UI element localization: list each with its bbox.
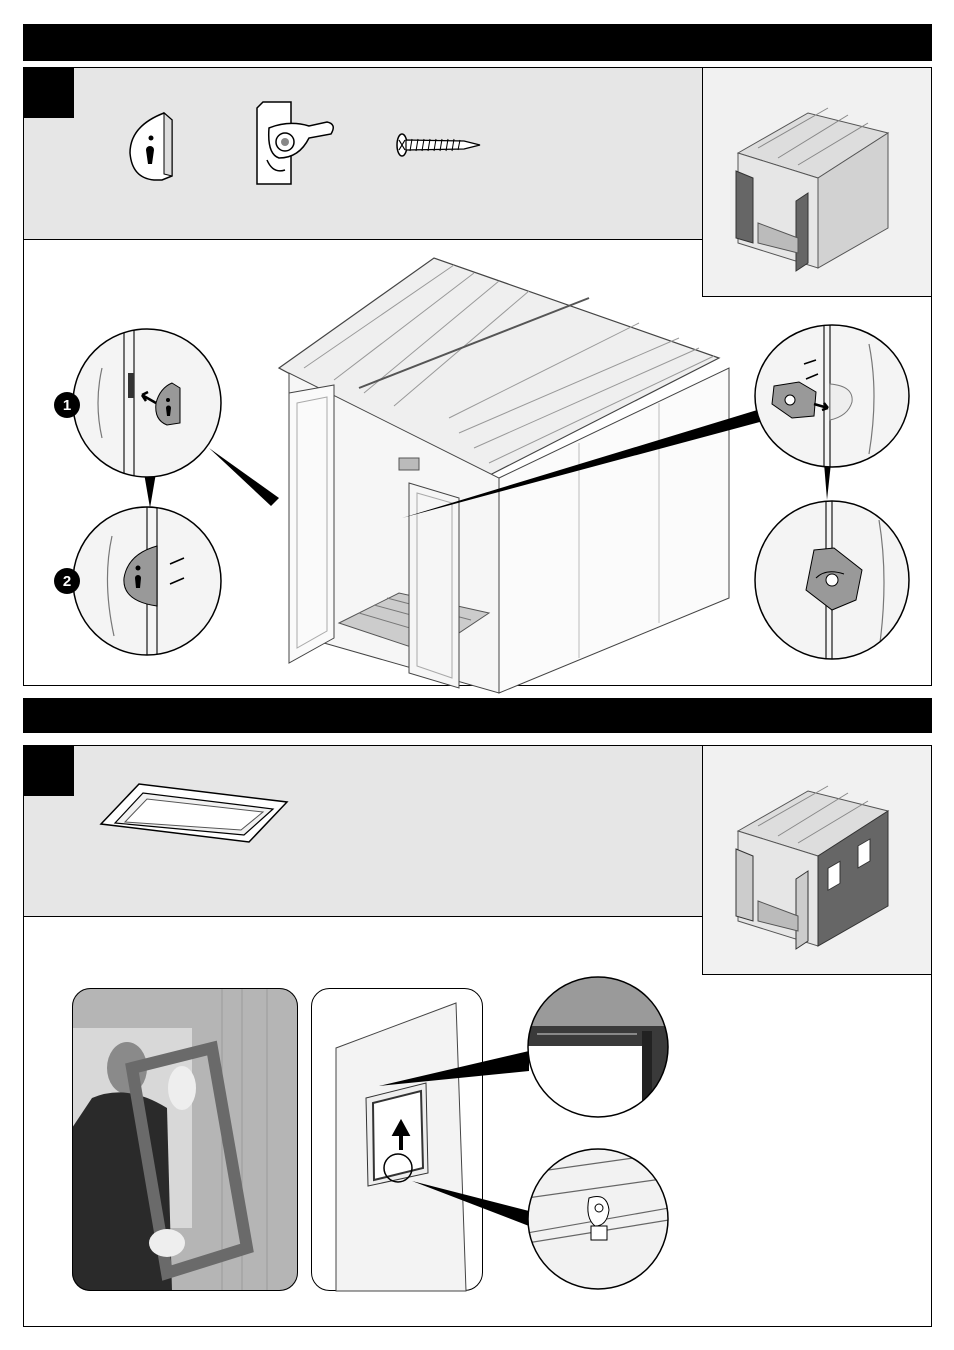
step-2-panel — [23, 745, 932, 1327]
detail-circle-4 — [754, 500, 910, 660]
window-callout-pointers — [24, 746, 933, 1328]
step-2-header-bar — [23, 698, 932, 733]
detail-circle-3 — [754, 324, 910, 469]
window-detail-circle-top — [527, 976, 669, 1118]
step-1-header-bar — [23, 24, 932, 61]
step-1-panel: 1 2 — [23, 67, 932, 686]
window-detail-circle-bottom — [527, 1148, 669, 1290]
